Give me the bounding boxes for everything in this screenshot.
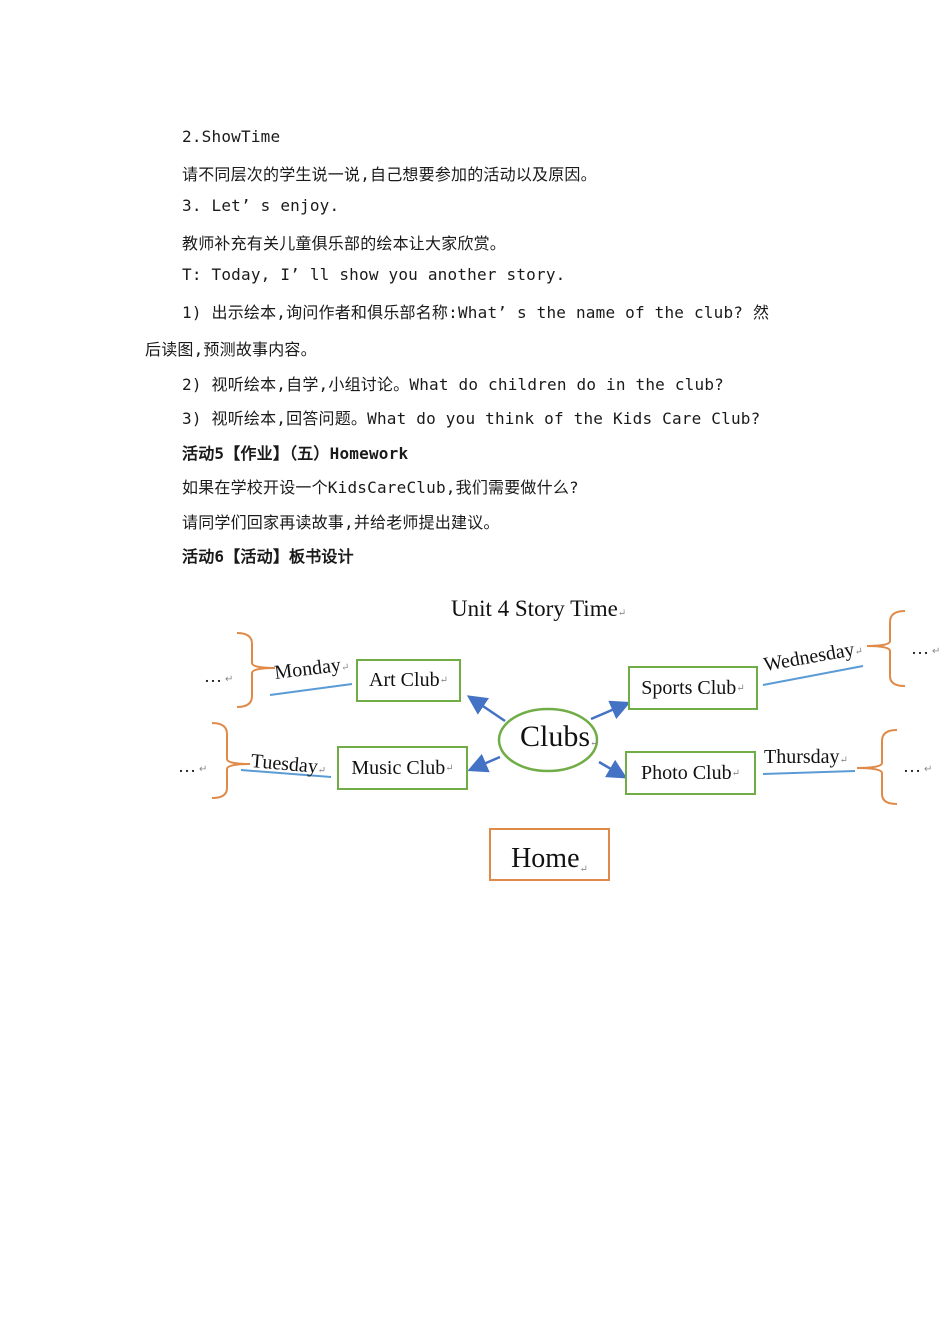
heading-activity-5: 活动5【作业】（五）Homework (182, 444, 409, 463)
ellipsis-tuesday: …↵ (178, 756, 211, 776)
text-line-step-2: 2) 视听绘本,自学,小组讨论。What do children do in t… (182, 375, 725, 394)
text-line-step-1: 1) 出示绘本,询问作者和俱乐部名称:What’ s the name of t… (182, 303, 770, 322)
text-line-showtime: 2.ShowTime (182, 127, 281, 146)
diagram-connectors (211, 610, 906, 805)
text-line-step-3: 3) 视听绘本,回答问题。What do you think of the Ki… (182, 409, 761, 428)
ellipsis-monday: …↵ (204, 666, 237, 686)
day-label-thursday: Thursday↵ (764, 746, 848, 768)
center-label-clubs: Clubs↵ (520, 720, 599, 753)
diagram-title: Unit 4 Story Time↵ (451, 596, 627, 621)
ellipsis-thursday: …↵ (903, 756, 936, 776)
text-line-ask-students: 请不同层次的学生说一说,自己想要参加的活动以及原因。 (182, 165, 597, 184)
art-club-box: Art Club↵ (356, 659, 461, 702)
text-line-lets-enjoy: 3. Let’ s enjoy. (182, 196, 340, 215)
blackboard-design-diagram: Unit 4 Story Time↵ Clubs↵ Art Club↵ Musi… (0, 580, 950, 910)
ellipsis-wednesday: …↵ (911, 638, 944, 658)
music-club-box: Music Club↵ (337, 746, 468, 790)
text-line-teacher-quote: T: Today, I’ ll show you another story. (182, 265, 566, 284)
text-line-kids-care-club: 如果在学校开设一个KidsCareClub,我们需要做什么? (182, 478, 579, 497)
text-line-step-1-cont: 后读图,预测故事内容。 (145, 340, 317, 359)
center-ellipse (497, 707, 599, 773)
heading-activity-6: 活动6【活动】板书设计 (182, 547, 354, 566)
sports-club-box: Sports Club↵ (628, 666, 758, 710)
home-box: Home↵ (489, 828, 610, 881)
photo-club-box: Photo Club↵ (625, 751, 756, 795)
text-line-homework: 请同学们回家再读故事,并给老师提出建议。 (182, 513, 500, 532)
text-line-teacher-supplement: 教师补充有关儿童俱乐部的绘本让大家欣赏。 (182, 234, 507, 253)
